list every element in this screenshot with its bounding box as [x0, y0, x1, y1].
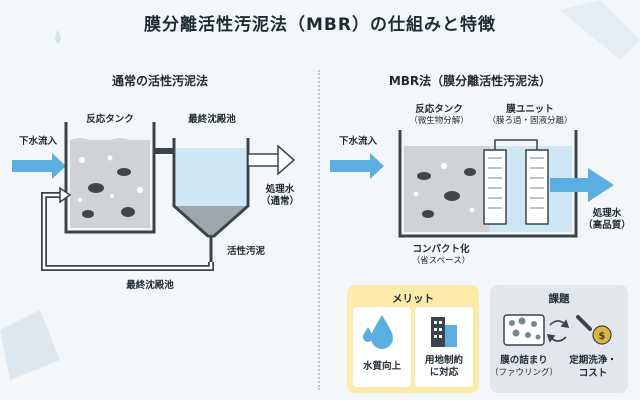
reaction-tank-label: 反応タンク — [415, 104, 463, 115]
water-drop-icon — [55, 30, 61, 44]
inflow-label: 下水流入 — [18, 136, 57, 147]
inflow-arrow — [330, 153, 384, 179]
bacteria-icon — [82, 168, 135, 218]
conventional-diagram — [12, 122, 296, 271]
merit-land-sub-label: に対応 — [429, 367, 459, 378]
issue-icons: $ — [503, 314, 612, 346]
merit-water-quality-label: 水質向上 — [362, 361, 401, 372]
merit-card-land: 用地制約 に対応 — [415, 307, 473, 387]
merit-land-label: 用地制約 — [424, 355, 463, 366]
issue-fouling-label: 膜の詰まり — [500, 355, 548, 366]
treated-water-sub-label: （通常） — [260, 196, 299, 207]
merit-card-water-quality: 水質向上 — [353, 307, 411, 387]
membrane-unit-sub-label: （膜ろ過・固液分離） — [487, 116, 573, 126]
activated-sludge-label: 活性汚泥 — [226, 246, 265, 257]
bg-polygon — [560, 0, 640, 60]
compact-sub-label: （省スペース） — [411, 256, 471, 266]
issue-cost-sub-label: コスト — [578, 368, 608, 379]
page-title: 膜分離活性汚泥法（MBR）の仕組みと特徴 — [144, 15, 496, 35]
treated-water-label: 処理水 — [592, 208, 622, 219]
svg-text:$: $ — [599, 331, 606, 342]
settling-tank — [172, 138, 250, 262]
inflow-label: 下水流入 — [338, 136, 377, 147]
settling-tank-label: 最終沈殿池 — [188, 114, 236, 125]
building-icon — [431, 317, 457, 347]
return-arrow-head — [59, 186, 72, 204]
inflow-arrow — [12, 153, 66, 179]
bacteria-icon — [417, 168, 476, 218]
left-heading: 通常の活性汚泥法 — [111, 74, 208, 88]
compact-label: コンパクト化 — [412, 244, 470, 255]
water-drop-icon — [363, 315, 393, 349]
reaction-tank-label: 反応タンク — [86, 114, 134, 125]
membrane-unit-label: 膜ユニット — [506, 104, 554, 115]
right-heading: MBR法（膜分離活性汚泥法） — [388, 74, 552, 88]
issues-title: 課題 — [548, 293, 570, 305]
coin-icon: $ — [592, 325, 612, 345]
mbr-diagram — [330, 130, 614, 238]
treated-water-label: 処理水 — [265, 184, 295, 195]
clogged-membrane-icon — [503, 314, 545, 346]
connecting-pipe — [154, 148, 174, 154]
outflow-arrow — [550, 168, 614, 202]
issue-fouling-sub-label: （ファウリング） — [490, 368, 559, 378]
reaction-tank-sub-label: （微生物分解） — [409, 116, 469, 126]
issue-cost-label: 定期洗浄・ — [569, 355, 617, 366]
bg-polygon — [0, 310, 60, 380]
wrench-icon — [576, 315, 592, 331]
section-divider — [318, 70, 320, 390]
merits-panel: メリット 水質向上 用地制約 に対応 — [347, 285, 479, 393]
issues-panel: 課題 $ 膜の詰まり （ファウリング） 定期洗浄・ コスト — [490, 285, 628, 393]
outflow-arrow — [247, 144, 296, 176]
merits-title: メリット — [392, 293, 434, 305]
treated-water-sub-label: （高品質） — [583, 220, 631, 231]
cycle-arrows-icon — [546, 319, 570, 343]
membrane-unit — [483, 139, 549, 225]
return-line-label: 最終沈殿池 — [126, 280, 174, 291]
reaction-tank — [64, 122, 156, 234]
